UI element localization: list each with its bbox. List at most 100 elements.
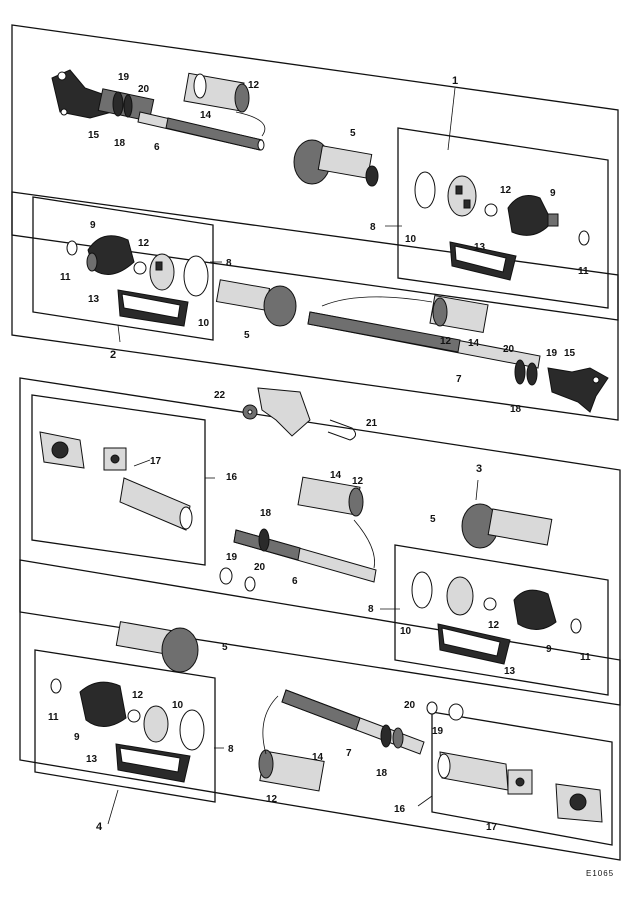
callout-16: 16	[394, 804, 406, 815]
callout-14: 14	[468, 338, 480, 349]
callout-13: 13	[474, 242, 486, 253]
callout-12: 12	[440, 336, 452, 347]
cross-part-17-assembly-3	[103, 447, 127, 471]
callout-10: 10	[198, 318, 210, 329]
outer-member-part-5-assembly-4	[115, 621, 199, 673]
boot-part-9-assembly-4	[79, 681, 127, 727]
arrow-assembly-4	[262, 695, 279, 755]
callout-11: 11	[60, 272, 71, 283]
ring-part-10-assembly-4	[179, 709, 205, 751]
callout-5: 5	[244, 330, 250, 341]
ring-part-10-assembly-3	[411, 571, 433, 609]
shaft-part-7-assembly-2	[307, 311, 541, 369]
callout-14: 14	[200, 110, 212, 121]
callout-11: 11	[578, 266, 589, 277]
flange-part-16-assembly-3	[39, 431, 85, 469]
callout-4: 4	[96, 821, 103, 833]
shaft-part-7-assembly-4	[281, 689, 425, 755]
callout-14: 14	[330, 470, 342, 481]
yoke-flange-part-15	[51, 69, 113, 119]
callout-18: 18	[510, 404, 522, 415]
callout-19: 19	[226, 552, 238, 563]
panel-assembly-2	[11, 191, 619, 421]
grease-sachet-part-13-assembly-4	[115, 743, 191, 783]
callout-8: 8	[228, 744, 234, 755]
callout-14: 14	[312, 752, 324, 763]
callout-1: 1	[452, 75, 458, 87]
callout-9: 9	[550, 188, 556, 199]
callout-15: 15	[88, 130, 100, 141]
clamp-part-assembly-3	[257, 387, 311, 437]
spline-part-12-assembly-4	[258, 749, 325, 792]
callout-20: 20	[503, 344, 515, 355]
spline-part-12-assembly-2	[429, 294, 489, 334]
leader-lines	[107, 87, 479, 825]
washer-part-12-assembly-3	[483, 597, 497, 611]
callout-9: 9	[74, 732, 80, 743]
u-bolt-part-21	[327, 419, 356, 441]
yoke-part-16-assembly-4	[437, 751, 509, 791]
cross-part-17-assembly-4	[507, 769, 533, 795]
sleeve-part-18-19-20-assembly-2	[514, 359, 538, 386]
shaft-part-6-assembly-1	[137, 111, 265, 151]
ring-part-10-assembly-2	[183, 255, 209, 297]
clip-part-19-assembly-4	[448, 703, 464, 721]
callout-20: 20	[254, 562, 266, 573]
callout-19: 19	[432, 726, 444, 737]
callout-12: 12	[352, 476, 364, 487]
callout-10: 10	[172, 700, 184, 711]
cage-part-assembly-3	[446, 576, 474, 616]
clip-part-11-assembly-2	[66, 240, 78, 256]
callout-18: 18	[376, 768, 388, 779]
coupling-box-assembly-4	[431, 711, 613, 846]
callout-labels: 1 19 20 15 18 6 12 14 5 9 12 8 10 13 11 …	[48, 72, 591, 833]
boot-part-9-assembly-1	[507, 195, 559, 236]
callout-16: 16	[226, 472, 238, 483]
boot-part-9-assembly-2	[86, 235, 135, 275]
callout-11: 11	[580, 652, 591, 663]
outer-member-part-5-assembly-2	[215, 279, 297, 327]
coupling-box-assembly-3	[31, 394, 206, 566]
spline-part-12-assembly-3	[297, 476, 364, 517]
callout-3: 3	[476, 463, 482, 475]
clip-part-11-assembly-4	[50, 678, 62, 694]
callout-5: 5	[350, 128, 356, 139]
callout-13: 13	[504, 666, 516, 677]
callout-15: 15	[564, 348, 576, 359]
spline-part-12-assembly-1	[183, 72, 250, 113]
kit-box-assembly-4	[34, 649, 216, 803]
washer-part-12-assembly-1	[484, 203, 498, 217]
callout-19: 19	[118, 72, 130, 83]
callout-2: 2	[110, 349, 116, 361]
washer-part-12-assembly-4	[127, 709, 141, 723]
callout-7: 7	[456, 374, 462, 385]
nut-part-22	[242, 404, 258, 420]
clip-part-20-assembly-3	[244, 576, 256, 592]
callout-21: 21	[366, 418, 378, 429]
callout-19: 19	[546, 348, 558, 359]
arrow-assembly-3	[353, 519, 375, 569]
callout-5: 5	[430, 514, 436, 525]
yoke-part-16-assembly-3	[119, 477, 193, 531]
callout-22: 22	[214, 390, 226, 401]
cage-part-assembly-1	[447, 175, 477, 217]
kit-box-assembly-3	[394, 544, 609, 696]
callout-10: 10	[405, 234, 417, 245]
arrow-assembly-2	[321, 296, 433, 307]
yoke-flange-part-15-assembly-2	[547, 367, 609, 413]
callout-17: 17	[150, 456, 162, 467]
sleeve-part-18-assembly-4	[380, 724, 404, 749]
callout-6: 6	[154, 142, 160, 153]
callout-11: 11	[48, 712, 59, 723]
callout-9: 9	[546, 644, 552, 655]
callout-17: 17	[486, 822, 498, 833]
outer-member-part-5-assembly-1	[293, 139, 379, 187]
drawing-reference: E1065	[586, 869, 614, 878]
callout-20: 20	[138, 84, 150, 95]
clip-part-11-assembly-1	[578, 230, 590, 246]
washer-part-12-assembly-2	[133, 261, 147, 275]
callout-18: 18	[260, 508, 272, 519]
callout-13: 13	[86, 754, 98, 765]
flange-part-16-assembly-4	[555, 783, 603, 823]
